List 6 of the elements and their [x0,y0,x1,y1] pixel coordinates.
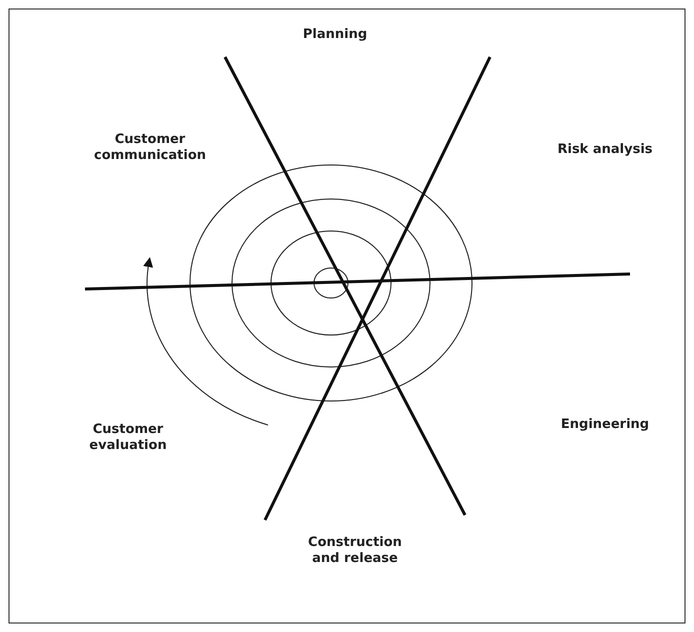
sector-label: Construction and release [307,535,403,567]
sector-label: Customer communication [92,132,208,164]
sector-label: Risk analysis [557,142,653,158]
sector-label: Engineering [560,417,650,433]
sector-label: Customer evaluation [88,422,168,454]
sector-label: Planning [302,27,368,43]
